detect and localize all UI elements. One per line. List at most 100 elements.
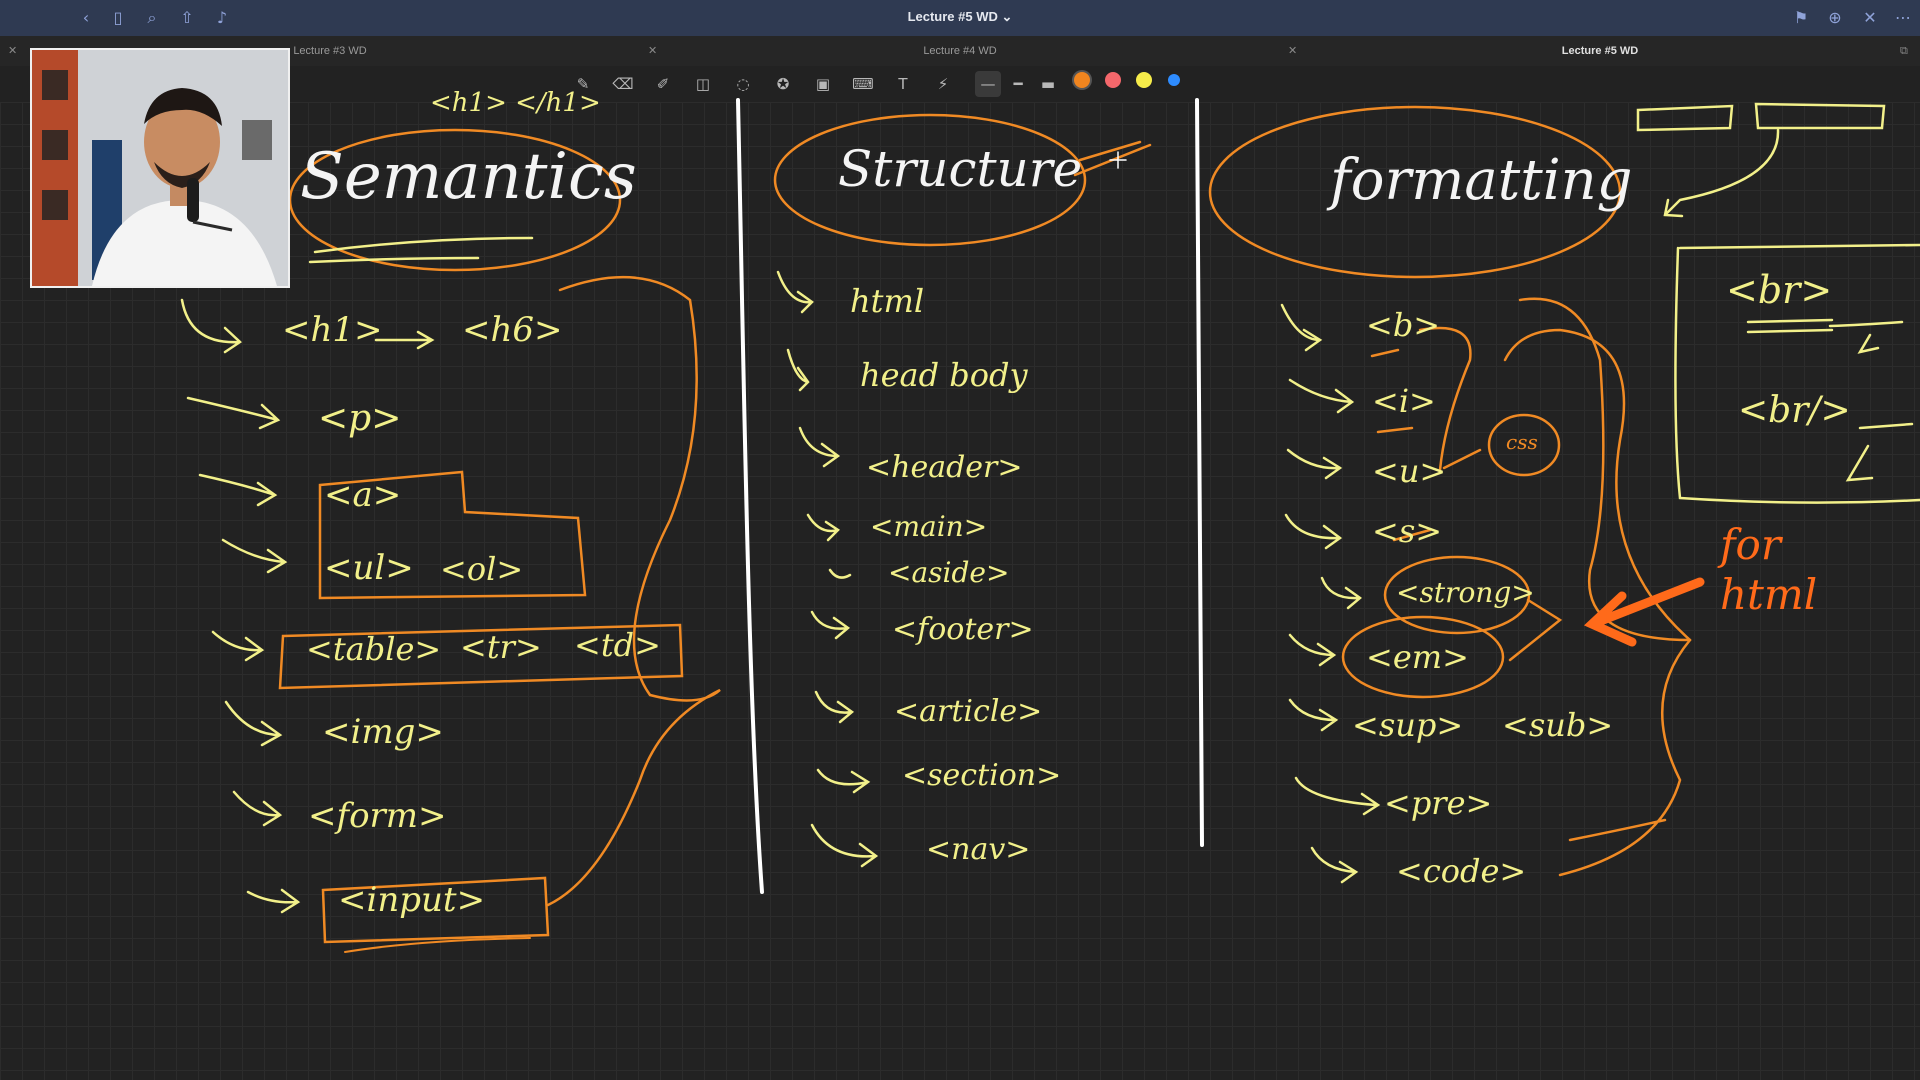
table-tag: <table> xyxy=(306,630,442,668)
window-title[interactable]: Lecture #5 WD ⌄ xyxy=(0,9,1920,25)
arrow xyxy=(1288,698,1339,732)
lasso-icon[interactable]: ◌ xyxy=(736,75,750,93)
tab-lecture-4[interactable]: Lecture #4 WD xyxy=(910,36,1010,66)
column-divider xyxy=(1195,98,1204,847)
arrow xyxy=(1310,846,1359,884)
arrow xyxy=(814,690,855,724)
arrow xyxy=(211,630,265,662)
sub-tag: <sub> xyxy=(1502,706,1614,744)
semantics-brace xyxy=(546,275,721,907)
arrow xyxy=(1320,576,1363,610)
b-to-css-curve xyxy=(1418,326,1472,472)
arrow xyxy=(1288,378,1355,414)
stroke-thin-icon[interactable]: — xyxy=(975,71,1001,97)
s-tag: <s> xyxy=(1372,512,1443,550)
stroke-medium-icon[interactable]: ━ xyxy=(1013,75,1023,93)
anchor-list-box xyxy=(318,470,587,600)
ol-tag: <ol> xyxy=(440,550,524,588)
arrow xyxy=(232,790,283,827)
table-box xyxy=(278,623,684,690)
h6-tag: <h6> xyxy=(462,310,563,350)
color-swatch-pink[interactable] xyxy=(1105,72,1121,88)
arrow xyxy=(180,298,243,354)
br-arrow xyxy=(1828,320,1904,354)
header-tag: <header> xyxy=(866,450,1023,485)
tab-bar: ✕ Lecture #3 WD ✕ Lecture #4 WD ✕ Lectur… xyxy=(0,36,1920,67)
red-arrow xyxy=(1583,577,1705,647)
pre-tag: <pre> xyxy=(1384,784,1493,822)
drawing-toolbar: ✎ ⌫ ✐ ◫ ◌ ✪ ▣ ⌨ T ⚡ — ━ ▬ xyxy=(0,66,1920,102)
arrow xyxy=(1284,513,1343,550)
window-title-text: Lecture #5 WD xyxy=(907,9,998,24)
input-tag: <input> xyxy=(338,880,486,920)
strong-ellipse xyxy=(1383,555,1531,635)
tab-lecture-5[interactable]: Lecture #5 WD xyxy=(1550,36,1650,66)
webcam-overlay xyxy=(30,48,290,288)
u-tag: <u> xyxy=(1372,452,1447,490)
tab-close-icon[interactable]: ✕ xyxy=(648,45,658,57)
i-tag: <i> xyxy=(1372,382,1436,420)
bookmark-icon[interactable]: ⚑ xyxy=(1793,8,1809,27)
back-icon[interactable]: ‹ xyxy=(82,8,90,27)
microphone-icon[interactable]: ♪ xyxy=(216,8,228,27)
tab-close-icon[interactable]: ✕ xyxy=(1288,45,1298,57)
em-tag: <em> xyxy=(1366,638,1469,676)
b-underline xyxy=(1370,348,1400,358)
formatting-heading: formatting xyxy=(1330,148,1633,213)
share-icon[interactable]: ⇧ xyxy=(180,8,194,27)
text-icon[interactable]: T xyxy=(898,75,908,93)
chevron-down-icon: ⌄ xyxy=(1001,9,1013,24)
arrow xyxy=(776,270,814,314)
sidebar-toggle-icon[interactable]: ▯ xyxy=(113,8,123,27)
arrow xyxy=(1286,448,1343,480)
new-tab-icon[interactable]: ⧉ xyxy=(1900,45,1908,57)
arrow xyxy=(810,610,851,640)
form-tag: <form> xyxy=(308,796,447,836)
arrow xyxy=(186,396,281,430)
color-swatch-orange[interactable] xyxy=(1074,72,1090,88)
laser-icon[interactable]: ⚡ xyxy=(937,75,949,93)
arrow xyxy=(1280,303,1323,352)
presenter-avatar xyxy=(32,50,288,286)
shapes-icon[interactable]: ◫ xyxy=(695,75,711,93)
color-swatch-yellow[interactable] xyxy=(1136,72,1152,88)
pen-icon[interactable]: ✎ xyxy=(576,75,590,93)
css-label: css xyxy=(1506,430,1538,454)
tab-label: Lecture #3 WD xyxy=(293,45,367,57)
aside-tag: <aside> xyxy=(888,556,1010,589)
close-icon[interactable]: ✕ xyxy=(1863,8,1877,27)
ul-tag: <ul> xyxy=(324,548,414,588)
color-swatch-blue[interactable] xyxy=(1168,74,1180,86)
input-underline xyxy=(344,937,531,953)
more-icon[interactable]: ⋯ xyxy=(1895,8,1911,27)
br-top-arrow xyxy=(1663,128,1780,218)
head-body-item: head body xyxy=(860,356,1028,394)
image-icon[interactable]: ▣ xyxy=(815,75,831,93)
tab-lecture-3[interactable]: Lecture #3 WD xyxy=(280,36,380,66)
strong-tag: <strong> xyxy=(1396,576,1535,609)
b-tag: <b> xyxy=(1366,306,1441,344)
eraser-icon[interactable]: ⌫ xyxy=(612,75,634,93)
formatting-brace-outer xyxy=(1503,328,1692,642)
img-tag: <img> xyxy=(322,712,444,752)
add-page-icon[interactable]: ⊕ xyxy=(1828,8,1842,27)
structure-ellipse-tail xyxy=(1073,140,1152,177)
search-icon[interactable]: ⌕ xyxy=(147,8,157,27)
favorites-icon[interactable]: ✪ xyxy=(776,75,790,93)
arrow xyxy=(786,348,810,392)
tab-label: Lecture #5 WD xyxy=(1561,45,1639,57)
keyboard-icon[interactable]: ⌨ xyxy=(852,75,874,93)
tr-tag: <tr> xyxy=(460,628,542,666)
br-underline xyxy=(1746,318,1834,334)
tab-close-icon[interactable]: ✕ xyxy=(8,45,18,57)
arrow xyxy=(221,538,288,574)
s-underline xyxy=(1392,528,1432,542)
a-tag: <a> xyxy=(324,475,402,515)
br-box xyxy=(1674,243,1920,504)
stroke-thick-icon[interactable]: ▬ xyxy=(1040,75,1056,93)
arrow xyxy=(198,473,278,507)
highlighter-icon[interactable]: ✐ xyxy=(656,75,670,93)
footer-tag: <footer> xyxy=(892,612,1034,647)
sup-tag: <sup> xyxy=(1352,706,1464,744)
